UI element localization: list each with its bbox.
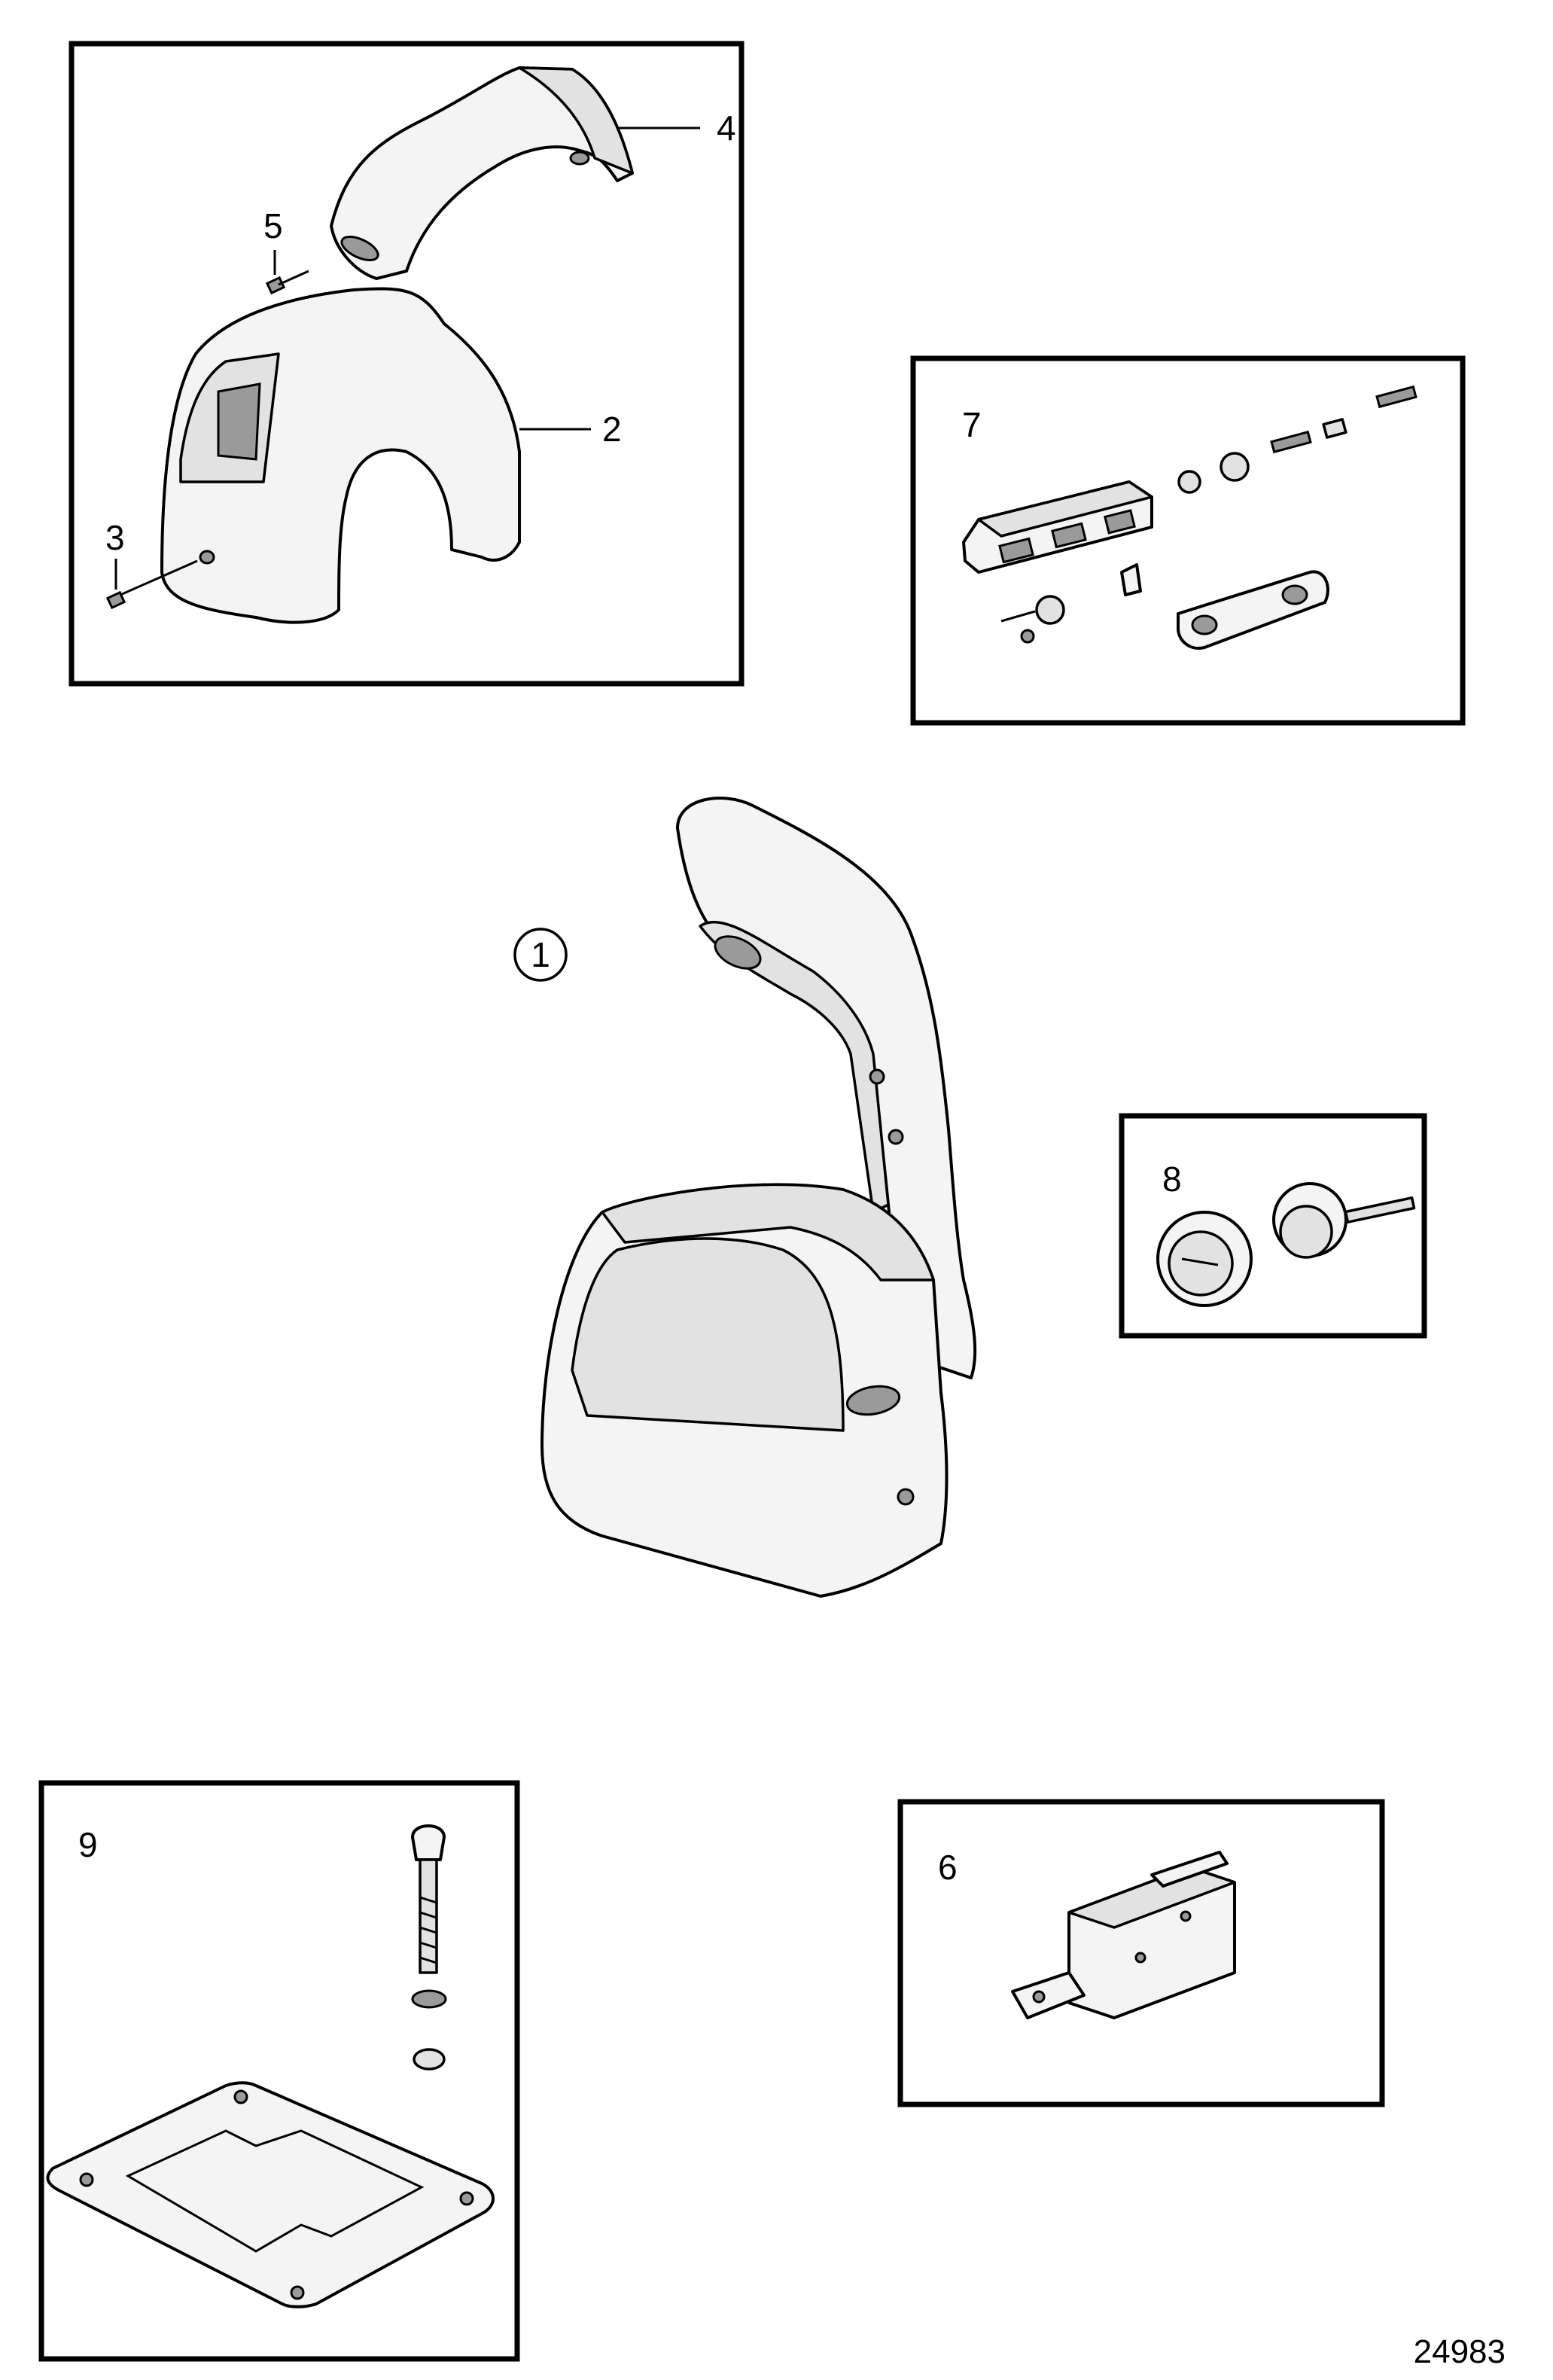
part-7-frame bbox=[910, 355, 1466, 726]
callout-5: 5 bbox=[263, 206, 283, 245]
link-plate bbox=[1177, 570, 1329, 650]
part-5-screw bbox=[265, 250, 309, 295]
callout-7: 7 bbox=[962, 405, 982, 444]
knob bbox=[1035, 595, 1065, 625]
spacer bbox=[1322, 418, 1347, 439]
callout-8: 8 bbox=[1162, 1160, 1182, 1199]
callout-6: 6 bbox=[938, 1848, 958, 1887]
part-1-control-unit bbox=[541, 797, 977, 1598]
callout-1-marker: 1 bbox=[513, 928, 568, 982]
bolt-head bbox=[411, 1824, 446, 1861]
callout-1: 1 bbox=[531, 935, 550, 974]
switch-actuator bbox=[1150, 1851, 1229, 1888]
part-6-box: 6 bbox=[897, 1799, 1385, 2107]
part-9-box: 9 bbox=[38, 1780, 520, 2362]
clip bbox=[1120, 563, 1142, 596]
figure-number: 24983 bbox=[1414, 2333, 1506, 2370]
part-4-top-cap bbox=[330, 66, 634, 280]
callout-2: 2 bbox=[602, 410, 622, 449]
part-6-frame bbox=[897, 1799, 1385, 2107]
cover-parts-frame bbox=[69, 41, 745, 687]
part-7-box: 7 bbox=[910, 355, 1466, 726]
switch-terminal bbox=[1011, 1971, 1086, 2019]
mounting-gasket bbox=[46, 2081, 495, 2308]
callout-4: 4 bbox=[717, 108, 736, 148]
nut bbox=[1177, 470, 1201, 494]
bushing bbox=[1220, 452, 1250, 482]
bolt bbox=[1270, 430, 1312, 454]
callout-3: 3 bbox=[105, 518, 125, 557]
lock-washer bbox=[411, 1989, 447, 2009]
screw bbox=[1375, 385, 1417, 409]
callout-9: 9 bbox=[78, 1825, 98, 1864]
cover-parts-box: 4 5 2 3 bbox=[69, 41, 745, 687]
part-2-main-cover bbox=[160, 287, 591, 624]
plug-pin bbox=[1344, 1196, 1416, 1224]
part-8-frame bbox=[1119, 1113, 1427, 1339]
part-8-box: 8 bbox=[1119, 1113, 1427, 1339]
part-3-screw bbox=[105, 559, 198, 610]
part-9-frame bbox=[38, 1780, 520, 2362]
nut bbox=[413, 2048, 446, 2071]
